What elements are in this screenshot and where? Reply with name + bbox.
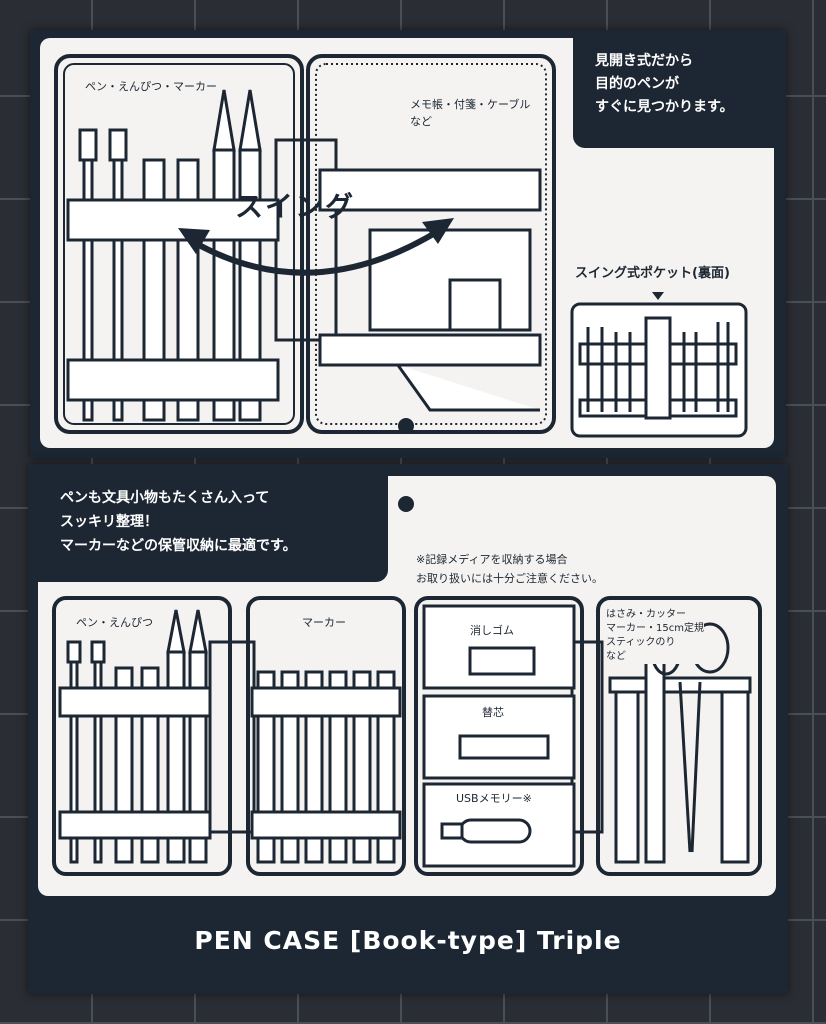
top-tagline-box xyxy=(573,38,786,148)
label-tools: はさみ・カッター マーカー・15cm定規 スティックのり など xyxy=(606,608,704,664)
pocket-label: スイング式ポケット(裏面) xyxy=(575,266,730,281)
top-card: 見開き式だから 目的のペンが すぐに見つかります。 xyxy=(30,30,786,458)
top-right-label: メモ帳・付箋・ケーブル など xyxy=(410,96,531,130)
label-pens: ペン・えんぴつ xyxy=(76,614,153,630)
bottom-tagline: ペンも文具小物もたくさん入って スッキリ整理！ マーカーなどの保管収納に最適です… xyxy=(60,490,297,554)
media-note: ※記録メディアを収納する場合 お取り扱いには十分ご注意ください。 xyxy=(416,553,603,585)
label-eraser: 消しゴム xyxy=(470,624,514,637)
swing-pocket-thumbnail xyxy=(570,292,748,438)
card-hole-top xyxy=(398,418,414,434)
card-hole-bottom xyxy=(398,496,414,512)
label-markers: マーカー xyxy=(302,616,346,629)
label-usb: USBメモリー※ xyxy=(456,792,532,805)
swing-label: スイング xyxy=(235,190,356,223)
top-tagline: 見開き式だから 目的のペンが すぐに見つかります。 xyxy=(595,53,734,115)
open-case-illustration xyxy=(54,54,556,434)
top-left-label: ペン・えんぴつ・マーカー xyxy=(85,78,217,94)
label-lead: 替芯 xyxy=(482,706,504,719)
bottom-tagline-box xyxy=(28,464,388,582)
product-name: PEN CASE [Book-type] Triple xyxy=(194,926,622,955)
bottom-card: ペンも文具小物もたくさん入って スッキリ整理！ マーカーなどの保管収納に最適です… xyxy=(28,464,788,994)
triple-case-illustration xyxy=(52,596,762,876)
